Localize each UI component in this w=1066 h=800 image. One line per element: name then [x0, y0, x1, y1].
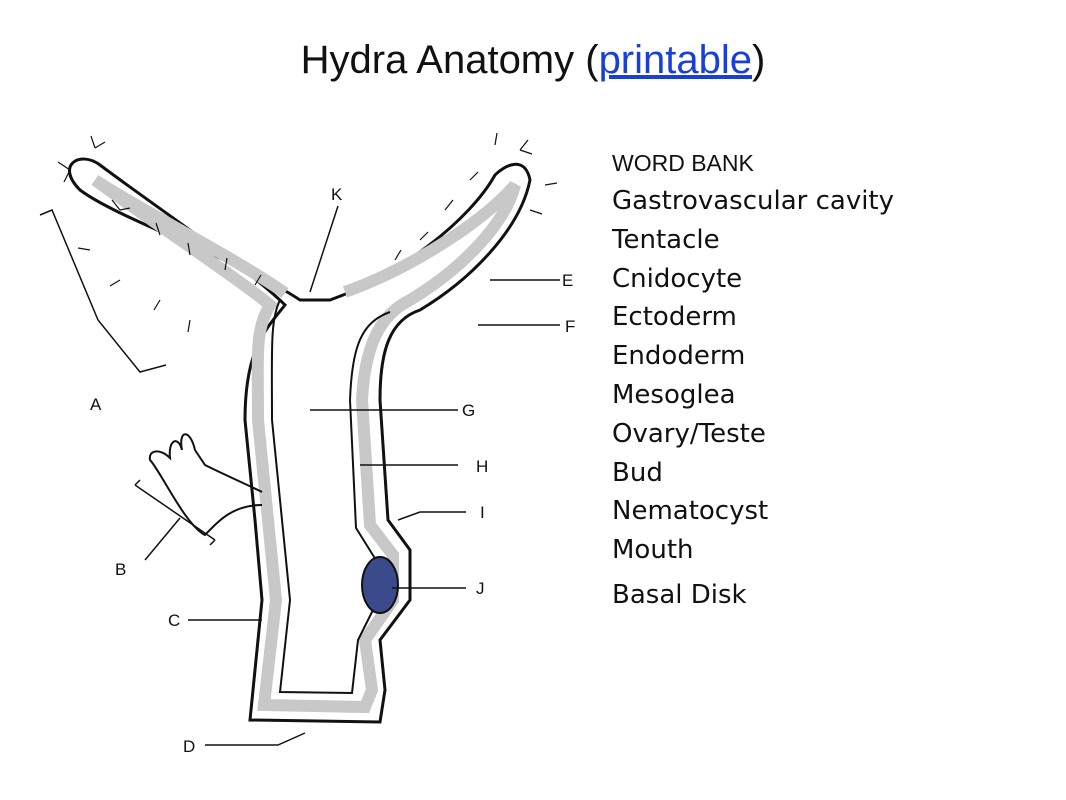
word-bank-item: Tentacle	[612, 224, 720, 255]
hydra-body-wall	[68, 157, 532, 724]
title-text: Hydra Anatomy (	[300, 38, 599, 82]
label-c: C	[168, 611, 180, 630]
word-bank-item: Ectoderm	[612, 302, 737, 333]
label-b: B	[115, 560, 126, 579]
label-d: D	[183, 737, 195, 756]
label-f: F	[565, 317, 575, 336]
leader-lines	[39, 205, 560, 746]
word-bank-item: Bud	[612, 457, 663, 488]
printable-link[interactable]: printable	[598, 38, 752, 82]
label-h: H	[476, 457, 488, 476]
label-i: I	[480, 503, 485, 522]
word-bank-item: Mouth	[612, 535, 694, 566]
bud	[148, 433, 263, 537]
page-title: Hydra Anatomy (printable)	[0, 38, 1066, 83]
label-e: E	[562, 271, 573, 290]
title-paren-close: )	[752, 38, 766, 82]
bracket-b	[134, 479, 216, 561]
gastrovascular-cavity-outline	[270, 299, 391, 695]
word-bank-item: Nematocyst	[612, 496, 769, 527]
label-a: A	[90, 395, 102, 414]
label-j: J	[476, 579, 485, 598]
word-bank-item: Gastrovascular cavity	[612, 186, 895, 216]
word-bank-item: Endoderm	[612, 341, 746, 372]
ovary	[361, 556, 399, 614]
word-bank-item: Basal Disk	[612, 579, 747, 610]
label-k: K	[331, 185, 343, 204]
word-bank: WORD BANK Gastrovascular cavity Tentacle…	[612, 148, 894, 615]
word-bank-item: Mesoglea	[612, 379, 736, 410]
cnidocytes	[57, 132, 558, 333]
bracket-a	[39, 209, 167, 373]
word-bank-item: Cnidocyte	[612, 263, 743, 294]
label-g: G	[462, 401, 475, 420]
word-bank-list: Gastrovascular cavity Tentacle Cnidocyte…	[612, 182, 894, 615]
word-bank-title: WORD BANK	[612, 150, 754, 176]
hydra-endoderm-layer	[91, 175, 521, 714]
word-bank-item: Ovary/Teste	[612, 418, 766, 449]
